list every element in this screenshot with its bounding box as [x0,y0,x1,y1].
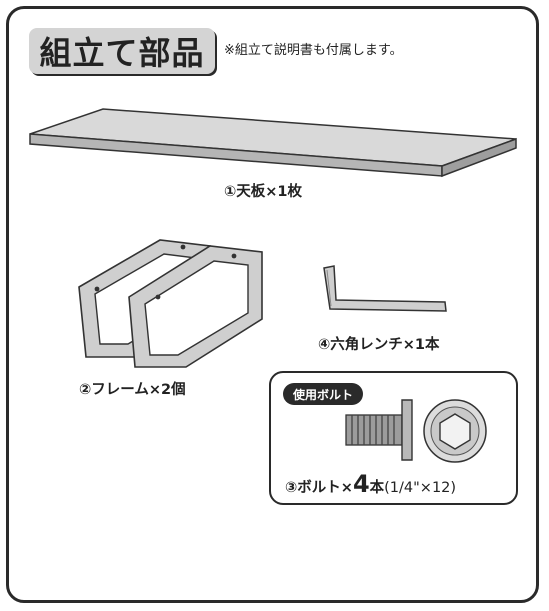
bolt-tag: 使用ボルト [283,383,364,405]
top-panel-illustration [29,108,517,178]
wrench-label: ④六角レンチ×1本 [318,337,440,353]
bolt-box [269,371,518,505]
title-badge: 組立て部品 [29,28,215,74]
bolt-label: ③ボルト×4本(1/4"×12) [285,470,456,498]
page-title: 組立て部品 [39,34,205,72]
frame-bracket-right [128,245,263,368]
bolt-label-prefix: ③ボルト× [285,480,353,496]
top-panel-label: ①天板×1枚 [224,184,303,200]
bolt-unit: 本 [369,480,385,496]
bolt-spec: (1/4"×12) [384,480,457,496]
bolt-end-illustration [423,399,487,463]
frame-label: ②フレーム×2個 [79,382,186,398]
outer-frame [6,6,539,603]
bolt-side-illustration [345,399,413,461]
bolt-count: 4 [352,470,370,498]
hex-wrench-illustration [323,265,447,312]
manual-note: ※組立て説明書も付属します。 [224,43,403,58]
